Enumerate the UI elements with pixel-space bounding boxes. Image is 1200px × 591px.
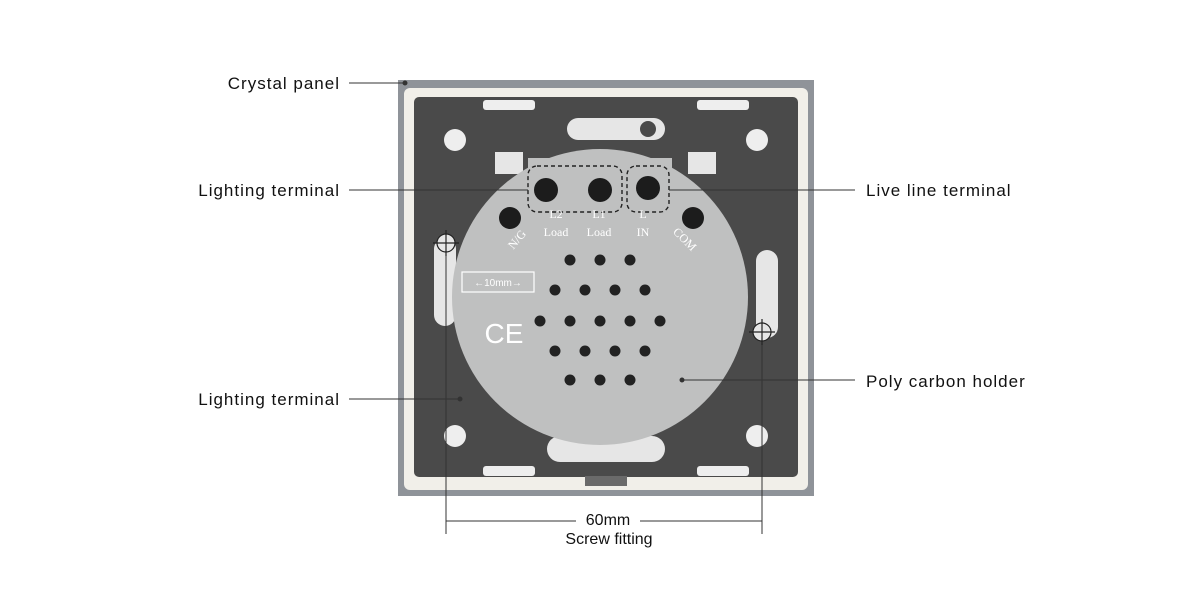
terminal-screw-ng — [499, 207, 521, 229]
marking-l: L — [639, 207, 646, 221]
leader-lines — [349, 80, 855, 402]
ce-mark: CE — [485, 318, 524, 349]
terminal-screw-l — [636, 176, 660, 200]
mounting-hole — [746, 129, 768, 151]
plate-tab — [495, 152, 523, 174]
dimension-caption: Screw fitting — [565, 531, 653, 548]
marking-l2: L2 — [549, 207, 562, 221]
terminal-screw-l2 — [534, 178, 558, 202]
plate-tab — [585, 476, 627, 486]
callout-lighting-terminal-top: Lighting terminal — [198, 181, 340, 200]
plate-slot — [483, 100, 535, 110]
plate-slot — [697, 100, 749, 110]
gauge-label: ←10mm→ — [474, 278, 522, 289]
keyhole — [640, 121, 656, 137]
marking-load-l1: Load — [587, 225, 612, 239]
lighting-terminal-box — [527, 165, 623, 213]
callout-lighting-terminal-bottom: Lighting terminal — [198, 390, 340, 409]
side-slot — [756, 250, 778, 338]
side-slot — [434, 238, 456, 326]
plate-slot — [483, 466, 535, 476]
callout-crystal-panel: Crystal panel — [227, 74, 340, 93]
terminal-screw-com — [682, 207, 704, 229]
marking-l1: L1 — [592, 207, 605, 221]
screw-crosshair-left — [433, 230, 459, 256]
mounting-hole — [444, 129, 466, 151]
poly-carbon-holder — [452, 149, 748, 445]
terminal-screw-l1 — [588, 178, 612, 202]
strip-gauge — [461, 271, 535, 293]
plate-tab — [688, 152, 716, 174]
mounting-hole — [746, 425, 768, 447]
dimension-lines — [445, 256, 763, 534]
plate-slot — [697, 466, 749, 476]
callout-live-line-terminal: Live line terminal — [866, 181, 1012, 200]
live-terminal-box — [626, 165, 670, 213]
vent-holes — [534, 254, 666, 386]
keyhole-slot — [567, 118, 665, 140]
dimension-value: 60mm — [585, 512, 631, 529]
callout-poly-carbon-holder: Poly carbon holder — [866, 372, 1026, 391]
mounting-hole — [444, 425, 466, 447]
marking-in: IN — [637, 225, 650, 239]
screw-crosshair-right — [749, 319, 775, 345]
marking-load-l2: Load — [544, 225, 569, 239]
